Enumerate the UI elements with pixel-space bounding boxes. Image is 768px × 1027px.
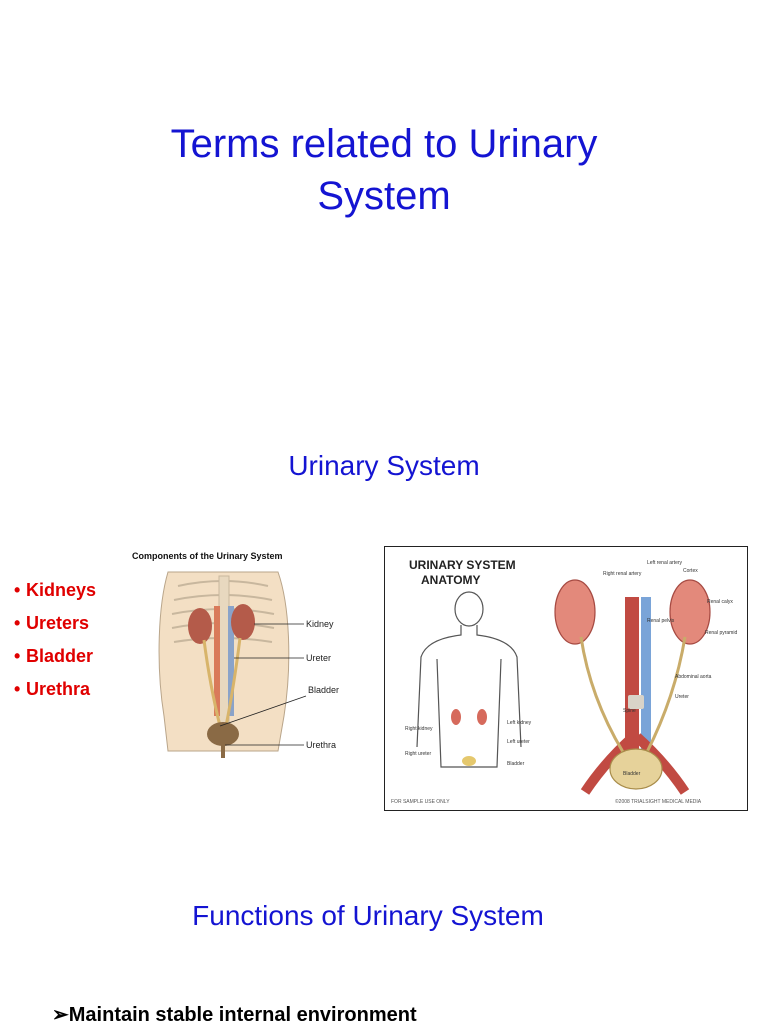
label-renal-calyx: Renal calyx [707,599,733,605]
left-figure-caption: Components of the Urinary System [132,551,283,561]
label-bladder: Bladder [308,685,339,695]
list-item: •Urethra [14,679,91,699]
label-urethra: Urethra [306,740,336,750]
label-right-renal-artery: Right renal artery [603,571,642,577]
label-bladder-small: Bladder [507,761,525,767]
page-title: Terms related to Urinary System [0,118,768,222]
organ-list: •Kidneys •Ureters •Bladder •Urethra [14,574,96,706]
label-right-ureter: Right ureter [405,751,431,757]
kidney-right-shape [231,604,255,640]
arrow-bullet-icon: ➢ [52,1004,69,1026]
label-left-ureter: Left ureter [507,739,530,745]
label-renal-pyramid: Renal pyramid [705,630,737,636]
label-abdominal-aorta: Abdominal aorta [675,674,712,680]
label-left-kidney: Left kidney [507,720,532,726]
section-heading-urinary-system: Urinary System [288,450,480,481]
label-ureter: Ureter [306,653,331,663]
list-item: •Bladder [14,646,94,666]
right-figure-title-1: URINARY SYSTEM [409,558,516,572]
title-line-1: Terms related to Urinary [170,122,598,166]
label-spine: Spine [623,708,636,714]
right-figure-footer-left: FOR SAMPLE USE ONLY [391,799,450,805]
label-left-renal-artery: Left renal artery [647,560,683,566]
label-cortex: Cortex [683,568,698,574]
label-ureter-detail: Ureter [675,694,689,700]
function-list-item: ➢Maintain stable internal environment [52,1004,417,1026]
right-figure-title-2: ANATOMY [421,573,481,587]
list-item: •Kidneys [14,580,97,600]
kidney-left-shape [188,608,212,644]
label-right-kidney: Right kidney [405,726,433,732]
label-bladder-detail: Bladder [623,771,641,777]
title-line-2: System [317,174,451,218]
right-figure-footer-right: ©2008 TRIALSIGHT MEDICAL MEDIA [615,798,702,805]
list-item: •Ureters [14,613,90,633]
label-kidney: Kidney [306,619,334,629]
urinary-anatomy-figure: URINARY SYSTEM ANATOMY Right kidney Left… [384,546,748,811]
bladder-shape [207,722,239,746]
label-renal-pelvis: Renal pelvis [647,618,675,624]
urinary-components-figure: Components of the Urinary System Kidney … [132,551,339,758]
section-heading-functions: Functions of Urinary System [192,900,544,931]
